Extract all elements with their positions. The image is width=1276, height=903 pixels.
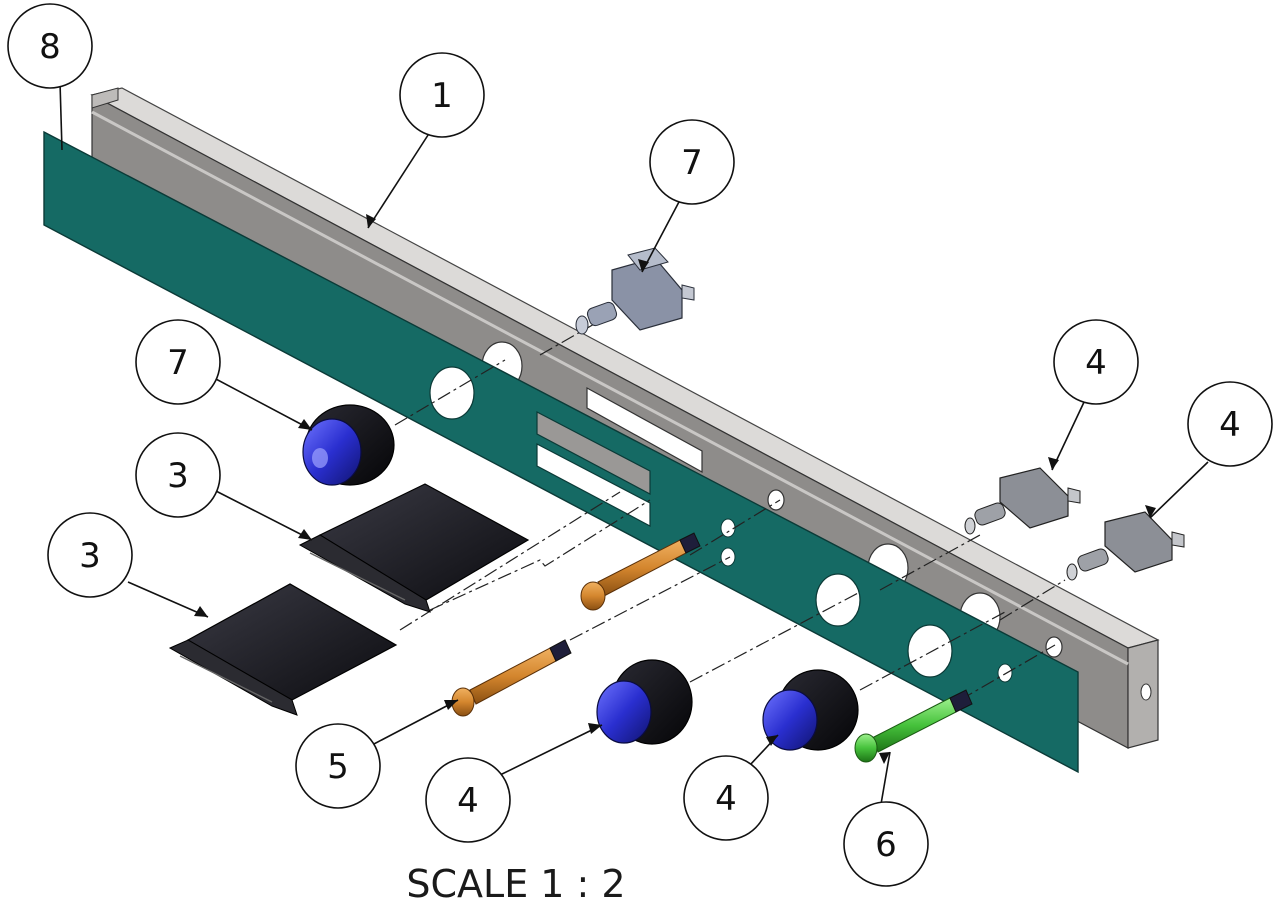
- balloon-number: 1: [431, 76, 453, 116]
- balloon-number: 7: [167, 343, 189, 383]
- scale-label: SCALE 1 : 2: [406, 862, 625, 903]
- balloon-7-lower: 7: [135, 319, 221, 405]
- cap-part-3-lower: [168, 583, 398, 716]
- balloon-4-center: 4: [425, 757, 511, 843]
- switch-part-7-upper: [575, 247, 695, 335]
- balloon-5: 5: [295, 723, 381, 809]
- balloon-3-lower: 3: [47, 512, 133, 598]
- switch-part-4-b: [1066, 511, 1185, 581]
- balloon-number: 5: [327, 747, 349, 787]
- balloon-4-right-a: 4: [1053, 319, 1139, 405]
- balloon-number: 3: [167, 456, 189, 496]
- front-panel-part-8: [43, 130, 1079, 774]
- button-part-7-left: [302, 404, 395, 486]
- balloon-number: 3: [79, 536, 101, 576]
- balloon-7-upper: 7: [649, 119, 735, 205]
- indicator-part-5-lower: [451, 639, 572, 717]
- balloon-leaders: [59, 81, 1209, 811]
- cap-part-3-upper: [298, 483, 530, 613]
- balloon-3-upper: 3: [135, 432, 221, 518]
- button-part-4-center: [596, 659, 693, 745]
- leader-arrowheads: [194, 214, 1156, 764]
- balloon-number: 8: [39, 27, 61, 67]
- indicator-part-6: [854, 689, 973, 763]
- switch-part-4-a: [964, 467, 1081, 535]
- balloon-1: 1: [399, 52, 485, 138]
- assembly-centerlines: [394, 314, 1066, 701]
- balloon-number: 4: [1085, 343, 1107, 383]
- balloon-4-front-right: 4: [683, 755, 769, 841]
- balloon-number: 4: [715, 779, 737, 819]
- balloon-number: 6: [875, 825, 897, 865]
- balloon-6: 6: [843, 801, 929, 887]
- indicator-part-5-upper: [580, 532, 701, 611]
- button-part-4-right: [762, 669, 859, 751]
- balloon-number: 4: [1219, 405, 1241, 445]
- balloon-8: 8: [7, 3, 93, 89]
- balloon-4-right-b: 4: [1187, 381, 1273, 467]
- balloon-number: 4: [457, 781, 479, 821]
- balloon-number: 7: [681, 143, 703, 183]
